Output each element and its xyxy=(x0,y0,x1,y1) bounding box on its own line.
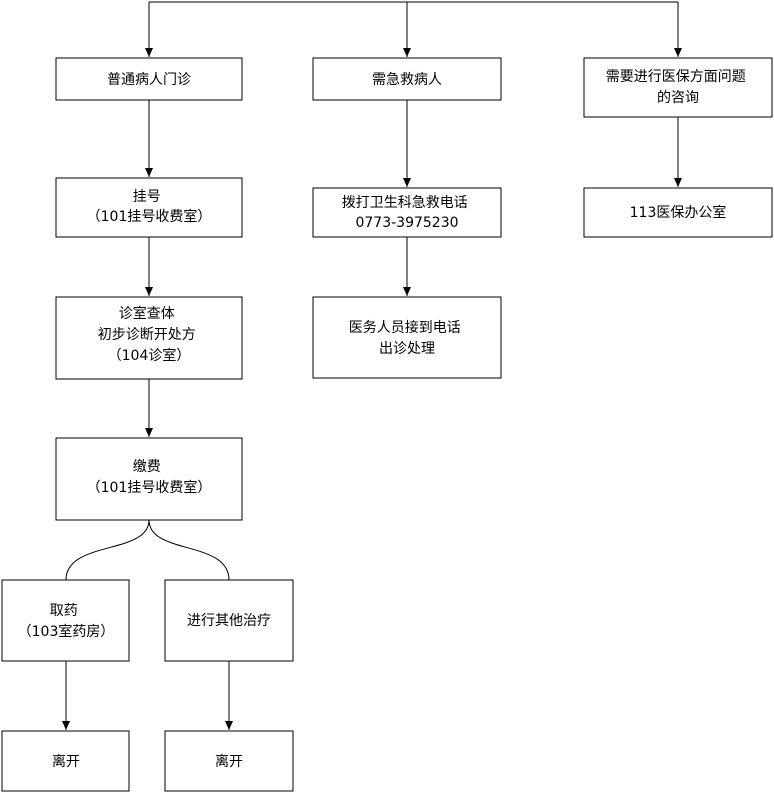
node-leave-2: 离开 xyxy=(164,730,294,792)
node-label: 离开 xyxy=(52,753,80,770)
node-label: 医务人员接到电话 xyxy=(349,319,461,336)
node-pharmacy: 取药 （103室药房） xyxy=(1,579,130,662)
node-leave-1: 离开 xyxy=(1,730,130,792)
svg-text:医务人员接到电话 出诊处理: 医务人员接到电话 出诊处理 xyxy=(349,319,465,357)
node-label: 离开 xyxy=(215,753,243,770)
node-label-location: （103室药房） xyxy=(18,623,115,640)
node-insurance-office: 113医保办公室 xyxy=(583,187,773,238)
node-label: 进行其他治疗 xyxy=(187,613,271,629)
node-label: 诊室查体 xyxy=(119,305,175,322)
node-label: 取药 xyxy=(50,603,78,619)
svg-text:缴费 （101挂号收费室）: 缴费 （101挂号收费室） xyxy=(87,459,212,496)
node-outpatient: 普通病人门诊 xyxy=(55,57,243,101)
node-label: 需急救病人 xyxy=(372,72,442,88)
node-label-detail: 的咨询 xyxy=(657,90,699,106)
node-label: 挂号 xyxy=(133,189,161,205)
node-label-phone: 0773-3975230 xyxy=(355,215,458,231)
svg-text:需急救病人: 需急救病人 xyxy=(372,72,442,88)
node-label: 拨打卫生科急救电话 xyxy=(342,194,468,211)
svg-text:诊室查体 初步诊断开处方 （104诊: 诊室查体 初步诊断开处方 （104诊室） xyxy=(98,305,200,364)
svg-text:113医保办公室: 113医保办公室 xyxy=(630,204,727,221)
svg-text:普通病人门诊: 普通病人门诊 xyxy=(107,72,191,88)
node-label: 普通病人门诊 xyxy=(107,72,191,88)
node-label-detail: 出诊处理 xyxy=(379,341,435,357)
node-label-location: （104诊室） xyxy=(108,347,191,364)
node-other-treatment: 进行其他治疗 xyxy=(164,579,294,662)
svg-text:离开: 离开 xyxy=(215,753,243,770)
node-label: 113医保办公室 xyxy=(630,204,727,221)
node-call: 拨打卫生科急救电话 0773-3975230 xyxy=(312,187,502,238)
svg-text:需要进行医保方面问题 的咨询: 需要进行医保方面问题 的咨询 xyxy=(606,69,750,106)
node-label-location: （101挂号收费室） xyxy=(87,479,212,496)
svg-text:离开: 离开 xyxy=(52,753,80,770)
node-response: 医务人员接到电话 出诊处理 xyxy=(312,296,502,379)
node-label: 需要进行医保方面问题 xyxy=(606,69,746,85)
node-exam: 诊室查体 初步诊断开处方 （104诊室） xyxy=(55,296,243,380)
node-payment: 缴费 （101挂号收费室） xyxy=(55,437,243,521)
svg-text:挂号 （101挂号收费室）: 挂号 （101挂号收费室） xyxy=(87,189,212,225)
svg-text:拨打卫生科急救电话 0773-3975230: 拨打卫生科急救电话 0773-3975230 xyxy=(342,194,472,231)
edge-payment-other-treat xyxy=(148,519,230,581)
svg-text:取药 （103室药房）: 取药 （103室药房） xyxy=(18,603,115,640)
node-register: 挂号 （101挂号收费室） xyxy=(55,177,243,238)
edge-payment-pharmacy xyxy=(65,519,150,581)
node-label-detail: 初步诊断开处方 xyxy=(98,326,196,343)
node-insurance-question: 需要进行医保方面问题 的咨询 xyxy=(583,57,773,118)
node-label: 缴费 xyxy=(133,459,161,475)
top-entry-connector xyxy=(145,1,682,57)
node-emergency: 需急救病人 xyxy=(312,57,502,101)
node-label-location: （101挂号收费室） xyxy=(87,208,212,225)
svg-text:进行其他治疗: 进行其他治疗 xyxy=(187,613,271,629)
